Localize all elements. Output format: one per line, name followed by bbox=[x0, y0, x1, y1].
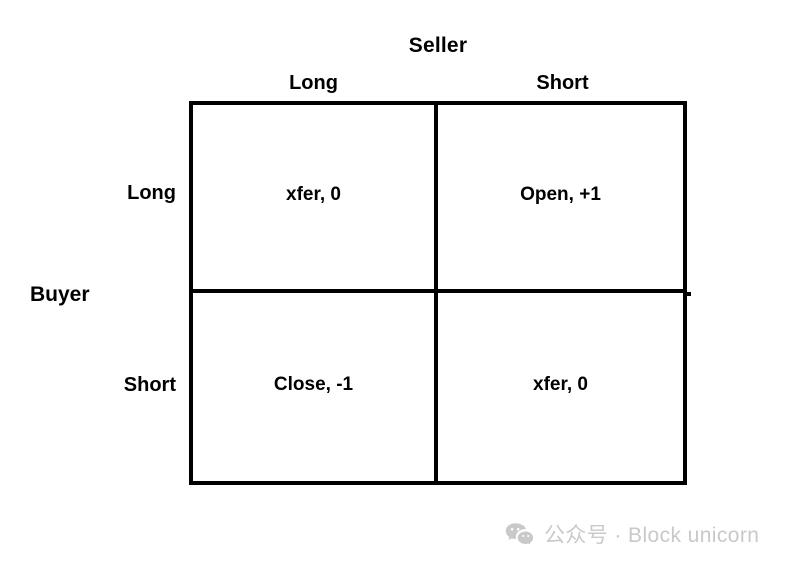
watermark: 公众号 · Block unicorn bbox=[505, 515, 759, 555]
column-header-long: Long bbox=[289, 72, 338, 94]
column-header-row: Long Short bbox=[189, 73, 687, 99]
row-header-long: Long bbox=[127, 182, 176, 204]
matrix-cell-short-short: xfer, 0 bbox=[533, 373, 588, 395]
matrix-cell-short-long: Close, -1 bbox=[193, 293, 438, 481]
column-header-short: Short bbox=[536, 72, 589, 94]
matrix-cell-long-short: Open, +1 bbox=[438, 105, 683, 293]
row-axis-title: Buyer bbox=[30, 283, 90, 306]
watermark-text: 公众号 · Block unicorn bbox=[544, 523, 760, 547]
column-axis-title: Seller bbox=[408, 34, 468, 57]
row-header-column: Long Short bbox=[60, 101, 176, 485]
wechat-icon bbox=[505, 523, 534, 547]
payoff-matrix: xfer, 0 Open, +1 Close, -1 xfer, 0 bbox=[189, 101, 687, 485]
divider-overshoot bbox=[683, 292, 691, 296]
row-header-short: Short bbox=[123, 374, 176, 396]
matrix-cell-long-long: xfer, 0 bbox=[193, 105, 438, 293]
